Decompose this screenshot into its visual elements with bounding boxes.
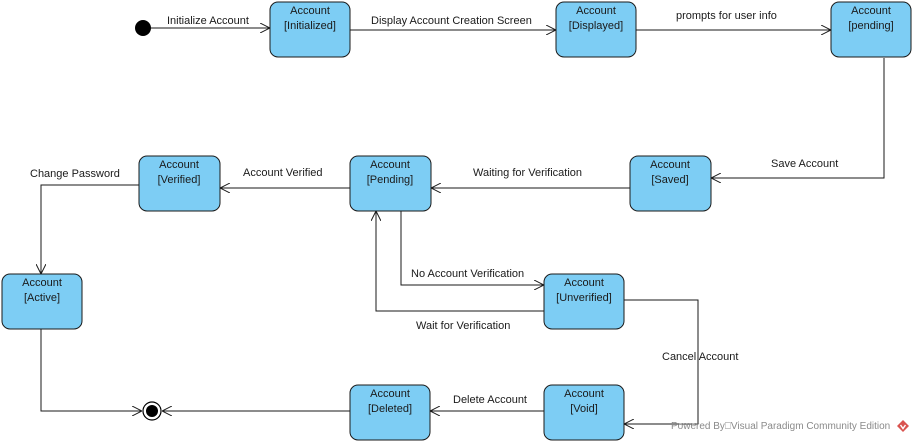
state-name: Account — [650, 159, 690, 171]
state-deleted: Account [Deleted] — [349, 384, 431, 441]
label-cancel: Cancel Account — [662, 351, 738, 363]
label-change-password: Change Password — [30, 168, 120, 180]
edge-wait — [376, 211, 544, 312]
state-name: Account — [576, 5, 616, 17]
state-value: [Displayed] — [569, 20, 623, 32]
state-name: Account — [290, 5, 330, 17]
label-waiting: Waiting for Verification — [473, 167, 582, 179]
state-name: Account — [564, 388, 604, 400]
edge-no-verification — [400, 211, 544, 285]
label-save: Save Account — [771, 158, 838, 170]
state-unverified: Account [Unverified] — [543, 273, 625, 330]
state-value: [pending] — [848, 20, 893, 32]
state-name: Account — [159, 159, 199, 171]
watermark-text: Powered By⎕Visual Paradigm Community Edi… — [671, 421, 891, 432]
state-value: [Pending] — [367, 174, 413, 186]
state-initialized: Account [Initialized] — [269, 1, 351, 58]
edge-active-final — [40, 329, 142, 411]
state-pending: Account [Pending] — [349, 155, 432, 212]
state-name: Account — [370, 159, 410, 171]
state-name: Account — [851, 5, 891, 17]
edge-labels: Initialize Account Display Account Creat… — [30, 10, 838, 406]
state-displayed: Account [Displayed] — [555, 1, 637, 58]
state-saved: Account [Saved] — [629, 155, 712, 212]
state-active: Account [Active] — [1, 273, 83, 330]
label-no-verification: No Account Verification — [411, 268, 524, 280]
edge-change-password — [41, 184, 139, 274]
label-delete: Delete Account — [453, 394, 527, 406]
edge-cancel — [624, 299, 699, 424]
label-verified: Account Verified — [243, 167, 323, 179]
initial-node — [135, 20, 151, 36]
state-value: [Deleted] — [368, 403, 412, 415]
state-value: [Unverified] — [556, 292, 612, 304]
state-void: Account [Void] — [543, 384, 625, 441]
state-value: [Saved] — [651, 174, 688, 186]
state-name: Account — [370, 388, 410, 400]
label-initialize: Initialize Account — [167, 15, 249, 27]
state-value: [Initialized] — [284, 20, 336, 32]
label-prompts: prompts for user info — [676, 10, 777, 22]
state-pending-top: Account [pending] — [830, 1, 912, 58]
state-name: Account — [22, 277, 62, 289]
edges — [40, 28, 885, 424]
edge-save — [711, 58, 885, 178]
visual-paradigm-logo-icon — [897, 420, 909, 432]
state-value: [Verified] — [158, 174, 201, 186]
state-value: [Active] — [24, 292, 60, 304]
label-wait: Wait for Verification — [416, 320, 510, 332]
label-display: Display Account Creation Screen — [371, 15, 532, 27]
state-value: [Void] — [570, 403, 598, 415]
final-node — [142, 401, 162, 421]
state-verified: Account [Verified] — [138, 155, 221, 212]
state-name: Account — [564, 277, 604, 289]
